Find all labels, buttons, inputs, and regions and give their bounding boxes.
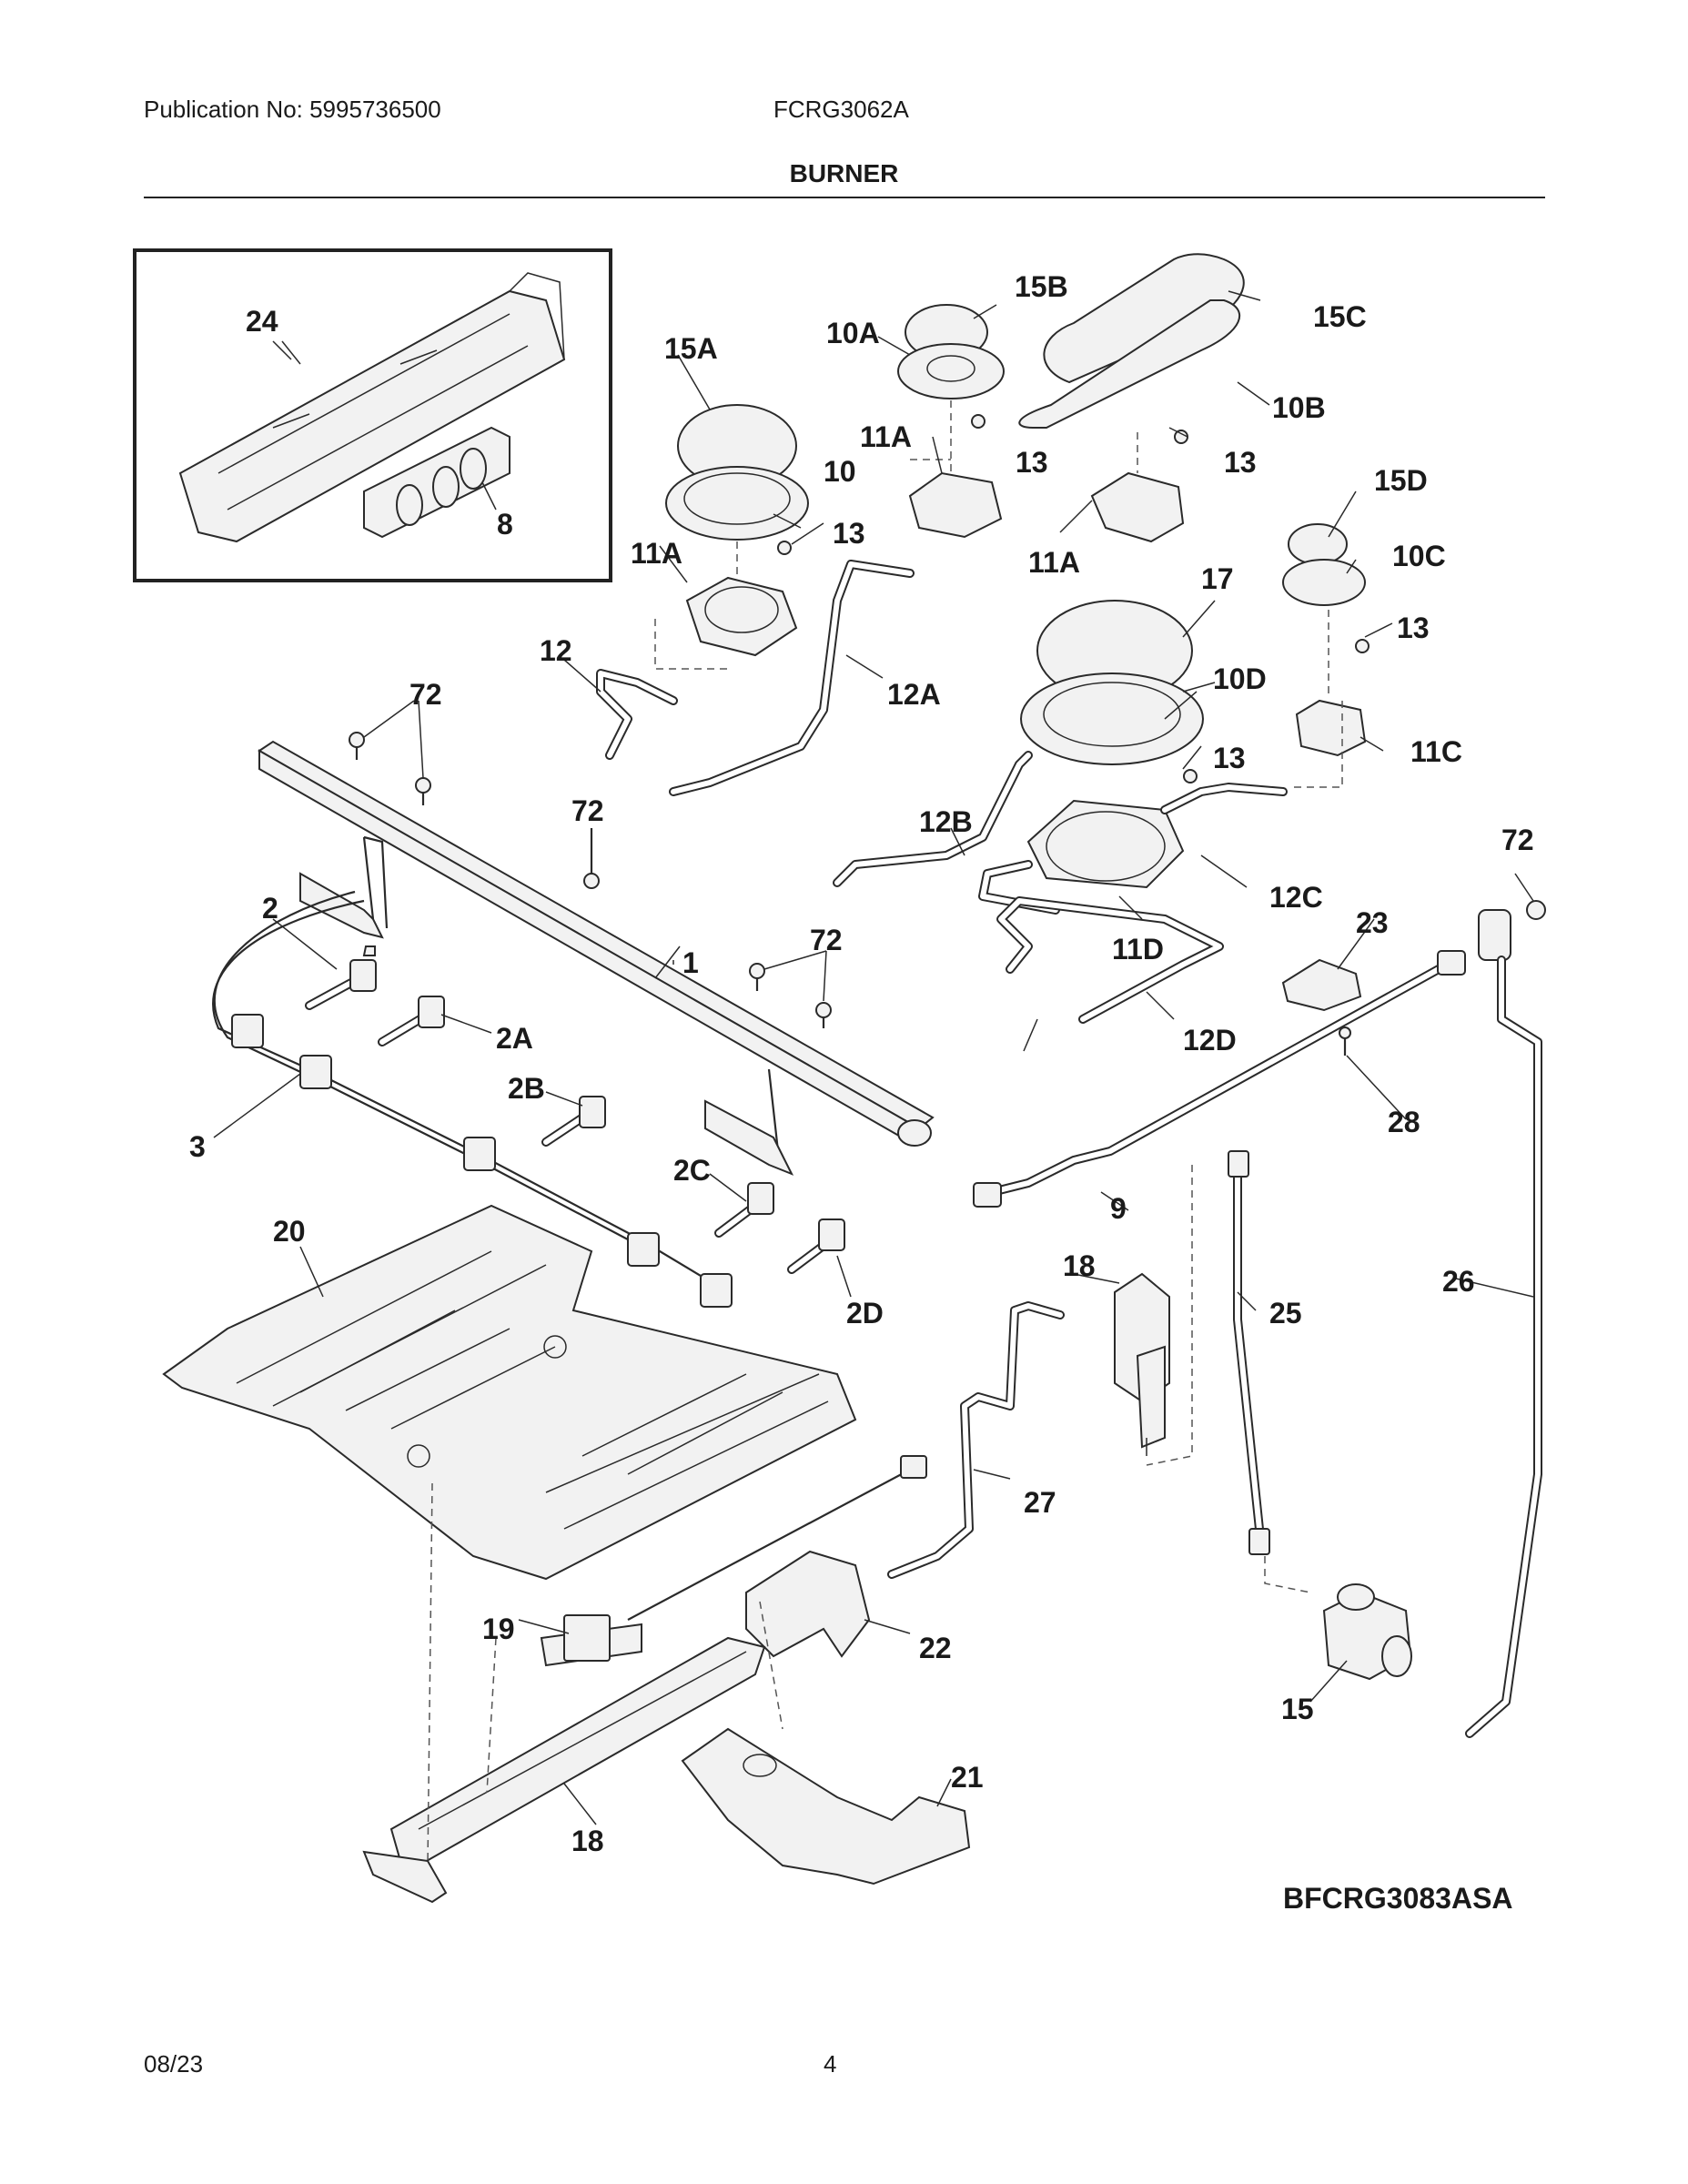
callout-12d: 12D [1183,1024,1237,1057]
callout-12c: 12C [1269,881,1323,914]
callout-27: 27 [1024,1486,1056,1519]
callout-2a: 2A [496,1022,533,1055]
callout-10d: 10D [1213,662,1267,695]
callout-26: 26 [1442,1265,1475,1298]
callout-10c: 10C [1392,540,1446,572]
callout-10a: 10A [826,317,880,349]
callout-72-b: 72 [571,794,604,827]
callout-28: 28 [1388,1106,1420,1138]
part-14-regulator [1264,1556,1412,1681]
callout-3: 3 [189,1130,206,1163]
tube-12c [978,783,1288,915]
callout-20: 20 [273,1215,306,1248]
part-17-spark-module [1114,1165,1193,1466]
part-21-baffle [681,1727,971,1886]
callout-22: 22 [919,1632,952,1664]
callout-23: 23 [1356,906,1389,939]
manifold-bracket-left [299,835,389,939]
part-2c-valve [714,1182,774,1238]
tube-12 [596,669,678,760]
part-24-bracket [178,272,566,543]
part-23-bracket [1281,958,1362,1056]
callout-13-a: 13 [1016,446,1048,479]
publication-number: Publication No: 5995736500 [144,96,441,123]
callout-15: 15A [664,332,718,365]
burner-15b-oval-assembly [1018,253,1245,543]
part-18-oven-burner [362,1636,766,1904]
callout-11a-top: 11A [860,420,912,453]
part-8-switch-block [363,426,510,539]
callout-11c: 11C [1410,735,1462,768]
tube-9 [973,950,1466,1208]
part-2d-valve [787,1218,845,1274]
callout-10b: 10B [1272,391,1326,424]
callout-13-b: 13 [1224,446,1257,479]
callout-18: 18 [571,1825,604,1857]
section-title: BURNER [789,159,899,187]
manifold-bracket-right [704,1099,794,1176]
part-22-bracket [745,1550,871,1730]
callout-10: 10 [824,455,856,488]
tube-12a [669,560,915,796]
footer-date: 08/23 [144,2050,204,2078]
part-3-ignition-harness [212,890,733,1308]
callout-17: 18 [1063,1249,1096,1282]
screw-72-e [815,1002,832,1028]
callout-13-d: 13 [1397,612,1430,644]
header-divider [144,197,1545,198]
tube-25 [1228,1150,1270,1555]
callout-8: 8 [497,508,513,541]
callout-25: 25 [1269,1297,1302,1330]
footer-page-number: 4 [824,2050,837,2078]
tube-12d [996,896,1224,1024]
tube-12b [833,751,1033,887]
inset-box [133,248,612,582]
callout-72-a: 72 [409,678,442,711]
callout-15d: 17 [1201,562,1234,595]
callout-11a-right: 11A [1028,546,1080,579]
callout-9: 9 [1110,1192,1127,1225]
callout-19: 19 [482,1613,515,1645]
screw-72-a [349,732,365,760]
callout-2d: 2D [846,1297,884,1330]
callout-24: 24 [246,305,278,338]
callout-1: 1 [682,946,699,979]
part-19-igniter [540,1614,642,1667]
screw-72-d [749,963,765,991]
callout-11a-left: 11A [631,537,682,570]
part-2b-valve [541,1096,606,1147]
callout-14: 15 [1281,1693,1314,1725]
callout-13-e: 13 [1213,742,1246,774]
burner-15c-assembly [1282,523,1370,788]
diagram-reference-code: BFCRG3083ASA [1283,1882,1513,1915]
callout-2b: 2B [508,1072,545,1105]
callout-72-c: 72 [810,924,843,956]
callout-15b: 15C [1313,300,1367,333]
part-1-manifold [258,740,935,1152]
callout-15c: 15D [1374,464,1428,497]
callout-12: 12 [540,634,572,667]
burner-15d-assembly [1020,600,1204,889]
tube-26 [1465,909,1542,1738]
callout-21: 21 [951,1761,984,1794]
callout-13-c: 13 [833,517,865,550]
callout-2: 2 [262,892,278,925]
burner-15a-assembly [897,304,1005,539]
tube-27 [627,1301,1065,1621]
screw-72-f [1526,900,1546,920]
part-2-valve [305,945,377,1010]
callout-15a: 15B [1015,270,1068,303]
callout-12a: 12A [887,678,941,711]
screw-72-b [415,777,431,805]
callout-12b: 12B [919,805,973,838]
part-2a-valve [378,996,445,1046]
burner-15-assembly [654,404,809,670]
part-20-burner-shield [162,1204,857,1581]
callout-2c: 2C [673,1154,711,1187]
callout-11d: 11D [1112,933,1164,966]
callout-72-f: 72 [1501,824,1534,856]
model-number: FCRG3062A [773,96,909,123]
leader-lines [213,290,1534,1825]
